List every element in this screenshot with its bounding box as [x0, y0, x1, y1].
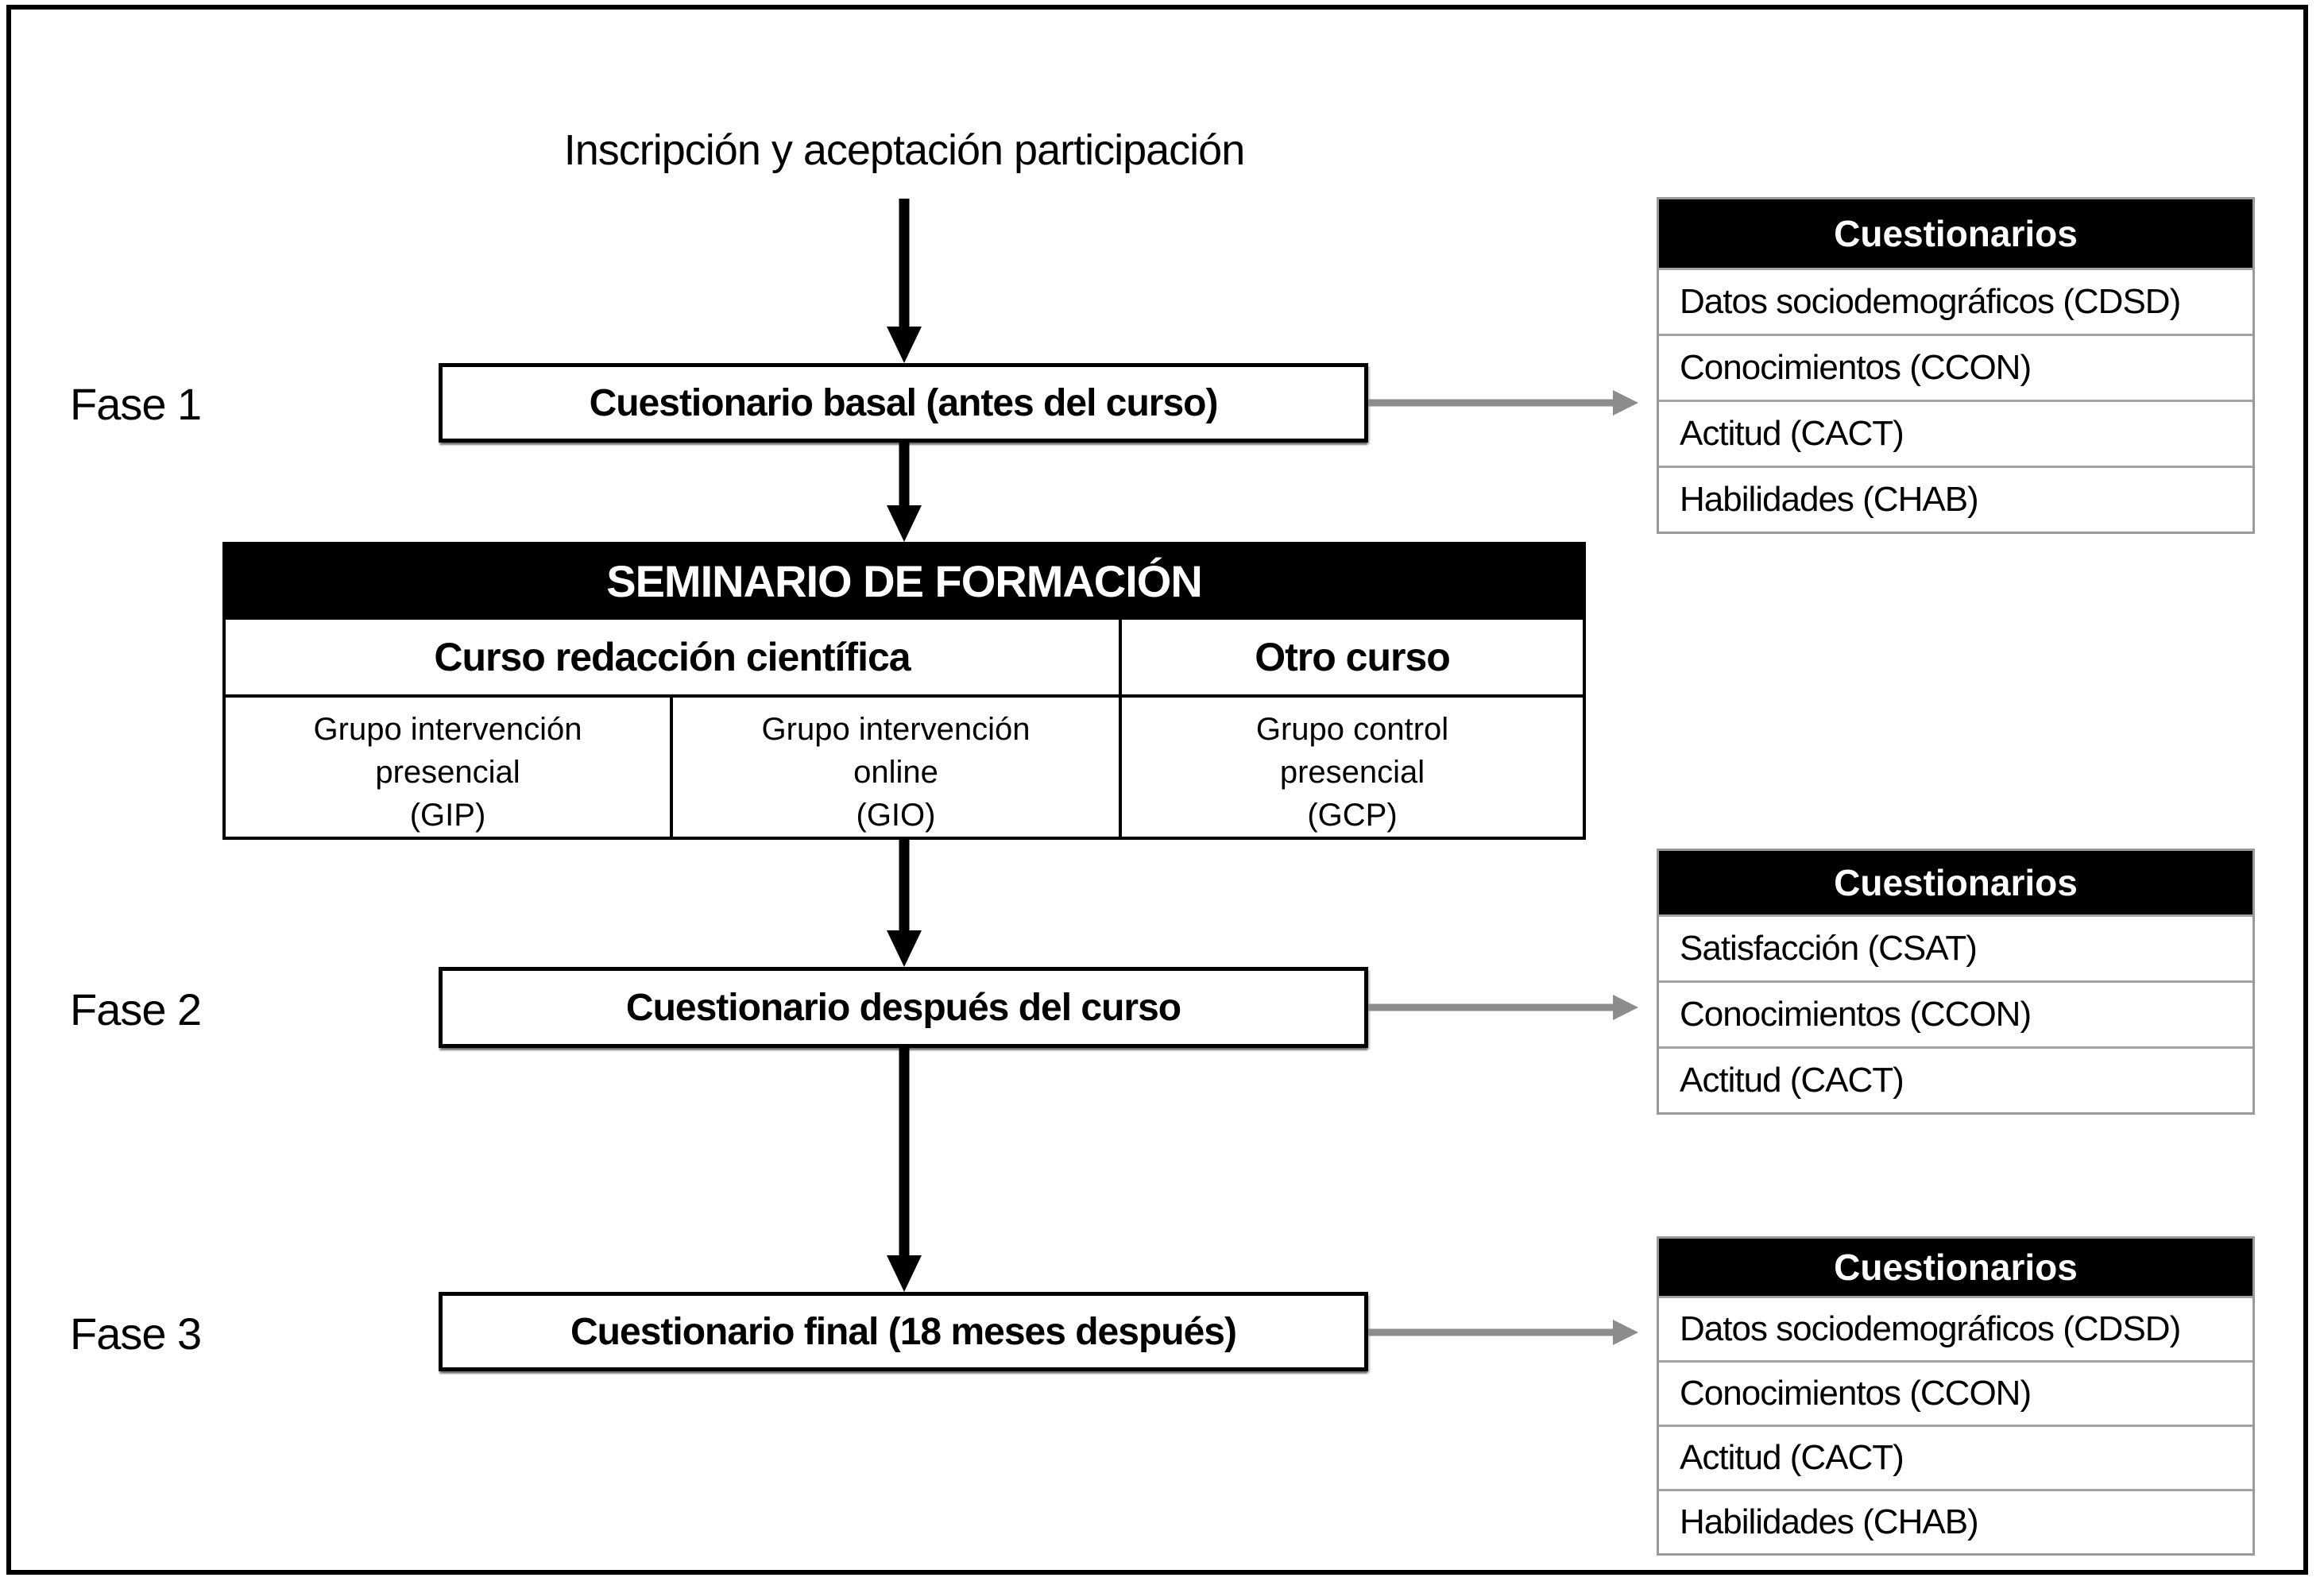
arrow-head [887, 505, 922, 542]
group-line: presencial [1279, 754, 1425, 790]
down-arrow-icon [885, 443, 923, 542]
course-cell-scientific-writing: Curso redacción científica [226, 620, 1119, 694]
table-row: Actitud (CACT) [1659, 1046, 2252, 1112]
phase-3-label: Fase 3 [70, 1309, 202, 1359]
arrow-shaft [1368, 399, 1618, 407]
phase-2-label: Fase 2 [70, 984, 202, 1034]
figure-border [6, 5, 2308, 1575]
table-row: Datos sociodemográficos (CDSD) [1659, 268, 2252, 334]
seminar-header: SEMINARIO DE FORMACIÓN [226, 545, 1583, 617]
group-cell-gio: Grupo intervención online (GIO) [673, 698, 1119, 837]
table-row: Habilidades (CHAB) [1659, 466, 2252, 532]
questionnaires-table-3: Cuestionarios Datos sociodemográficos (C… [1657, 1236, 2255, 1556]
group-line: (GIP) [409, 797, 486, 833]
table-header: Cuestionarios [1659, 199, 2252, 268]
table-row: Actitud (CACT) [1659, 400, 2252, 466]
down-arrow-icon [885, 199, 923, 363]
arrow-head [887, 327, 922, 363]
group-cell-gip: Grupo intervención presencial (GIP) [226, 698, 670, 837]
table-row: Conocimientos (CCON) [1659, 980, 2252, 1046]
table-row: Conocimientos (CCON) [1659, 1360, 2252, 1425]
arrow-shaft [899, 443, 910, 508]
phase-1-box: Cuestionario basal (antes del curso) [439, 363, 1368, 443]
table-row: Satisfacción (CSAT) [1659, 914, 2252, 980]
group-line: (GIO) [856, 797, 936, 833]
group-line: presencial [375, 754, 520, 790]
arrow-shaft [899, 199, 910, 330]
group-line: Grupo intervención [313, 711, 582, 747]
table-row: Conocimientos (CCON) [1659, 334, 2252, 400]
group-line: (GCP) [1307, 797, 1398, 833]
arrow-head [1613, 1320, 1638, 1345]
questionnaires-table-2: Cuestionarios Satisfacción (CSAT) Conoci… [1657, 849, 2255, 1115]
questionnaires-table-1: Cuestionarios Datos sociodemográficos (C… [1657, 197, 2255, 534]
arrow-head [887, 930, 922, 967]
phase-1-label: Fase 1 [70, 379, 202, 429]
enrollment-label: Inscripción y aceptación participación [563, 126, 1245, 174]
arrow-shaft [899, 1048, 910, 1258]
group-line: online [853, 754, 938, 790]
group-line: Grupo intervención [761, 711, 1031, 747]
seminar-table: SEMINARIO DE FORMACIÓN Curso redacción c… [222, 542, 1586, 840]
table-header: Cuestionarios [1659, 1239, 2252, 1296]
phase-2-box: Cuestionario después del curso [439, 967, 1368, 1048]
group-cell-gcp: Grupo control presencial (GCP) [1122, 698, 1583, 837]
table-row: Habilidades (CHAB) [1659, 1489, 2252, 1553]
down-arrow-icon [885, 840, 923, 967]
table-row: Datos sociodemográficos (CDSD) [1659, 1296, 2252, 1360]
phase-3-box: Cuestionario final (18 meses después) [439, 1292, 1368, 1371]
right-arrow-icon [1368, 1316, 1638, 1348]
arrow-shaft [899, 840, 910, 934]
arrow-head [887, 1255, 922, 1292]
arrow-shaft [1368, 1328, 1618, 1336]
arrow-head [1613, 995, 1638, 1020]
group-line: Grupo control [1255, 711, 1449, 747]
course-cell-other: Otro curso [1122, 620, 1583, 694]
arrow-shaft [1368, 1003, 1618, 1011]
right-arrow-icon [1368, 992, 1638, 1023]
table-header: Cuestionarios [1659, 851, 2252, 914]
table-row: Actitud (CACT) [1659, 1425, 2252, 1489]
down-arrow-icon [885, 1048, 923, 1292]
arrow-head [1613, 390, 1638, 416]
right-arrow-icon [1368, 387, 1638, 419]
